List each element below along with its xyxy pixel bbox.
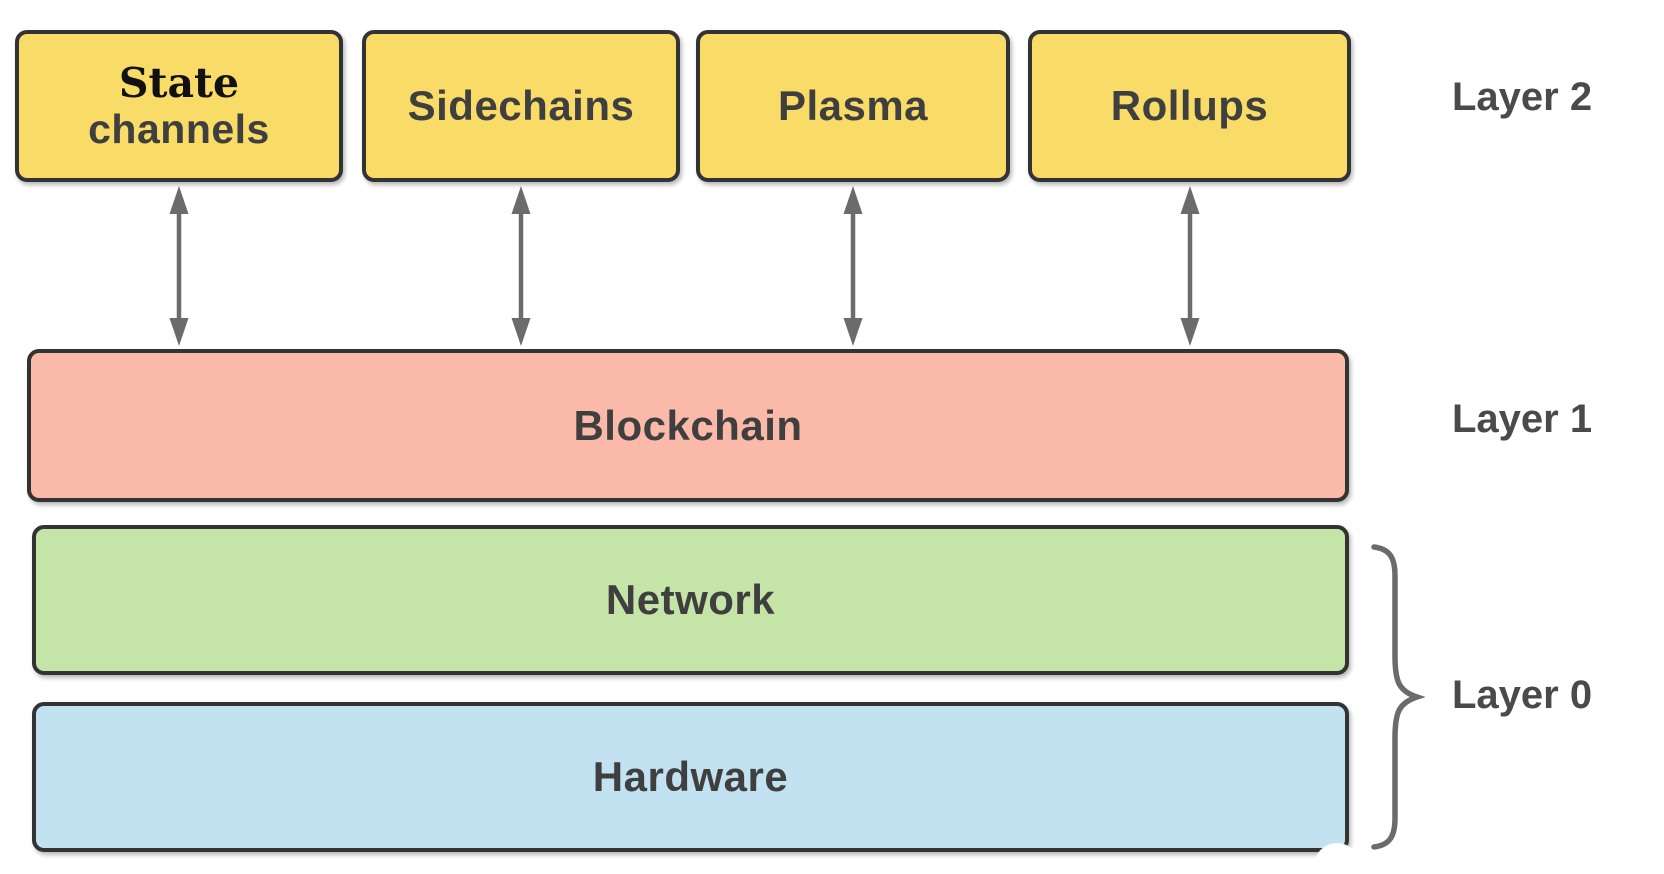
network-label: Network bbox=[605, 576, 776, 623]
arrow-head-down bbox=[1180, 318, 1200, 346]
label-layer-1: Layer 1 bbox=[1452, 397, 1593, 441]
box-plasma: Plasma bbox=[696, 30, 1010, 182]
sidechains-label: Sidechains bbox=[407, 82, 635, 129]
box-state-channels: State channels bbox=[15, 30, 343, 182]
box-rollups: Rollups bbox=[1028, 30, 1351, 182]
double-headed-arrow-icon-sidechains bbox=[511, 186, 531, 346]
curly-brace-icon-layer-0 bbox=[1371, 544, 1426, 850]
arrow-head-up bbox=[1180, 186, 1200, 214]
arrow-head-up bbox=[511, 186, 531, 214]
double-headed-arrow-icon-rollups bbox=[1180, 186, 1200, 346]
box-sidechains: Sidechains bbox=[362, 30, 680, 182]
arrow-head-up bbox=[843, 186, 863, 214]
arrow-head-down bbox=[511, 318, 531, 346]
double-headed-arrow-icon-plasma bbox=[843, 186, 863, 346]
state-channels-label: State channels bbox=[88, 58, 270, 153]
hardware-label: Hardware bbox=[592, 753, 789, 800]
arrow-head-down bbox=[843, 318, 863, 346]
state-channels-line1: State bbox=[118, 58, 240, 107]
box-network: Network bbox=[32, 525, 1349, 675]
double-headed-arrow-icon-state-channels bbox=[169, 186, 189, 346]
plasma-label: Plasma bbox=[777, 82, 929, 129]
arrow-head-up bbox=[169, 186, 189, 214]
label-layer-2: Layer 2 bbox=[1452, 75, 1593, 119]
state-channels-line2: channels bbox=[88, 106, 270, 152]
label-layer-0: Layer 0 bbox=[1452, 673, 1593, 717]
box-hardware: Hardware bbox=[32, 702, 1349, 852]
arrow-head-down bbox=[169, 318, 189, 346]
box-blockchain: Blockchain bbox=[27, 349, 1349, 502]
blockchain-label: Blockchain bbox=[573, 401, 803, 449]
rollups-label: Rollups bbox=[1110, 82, 1269, 129]
